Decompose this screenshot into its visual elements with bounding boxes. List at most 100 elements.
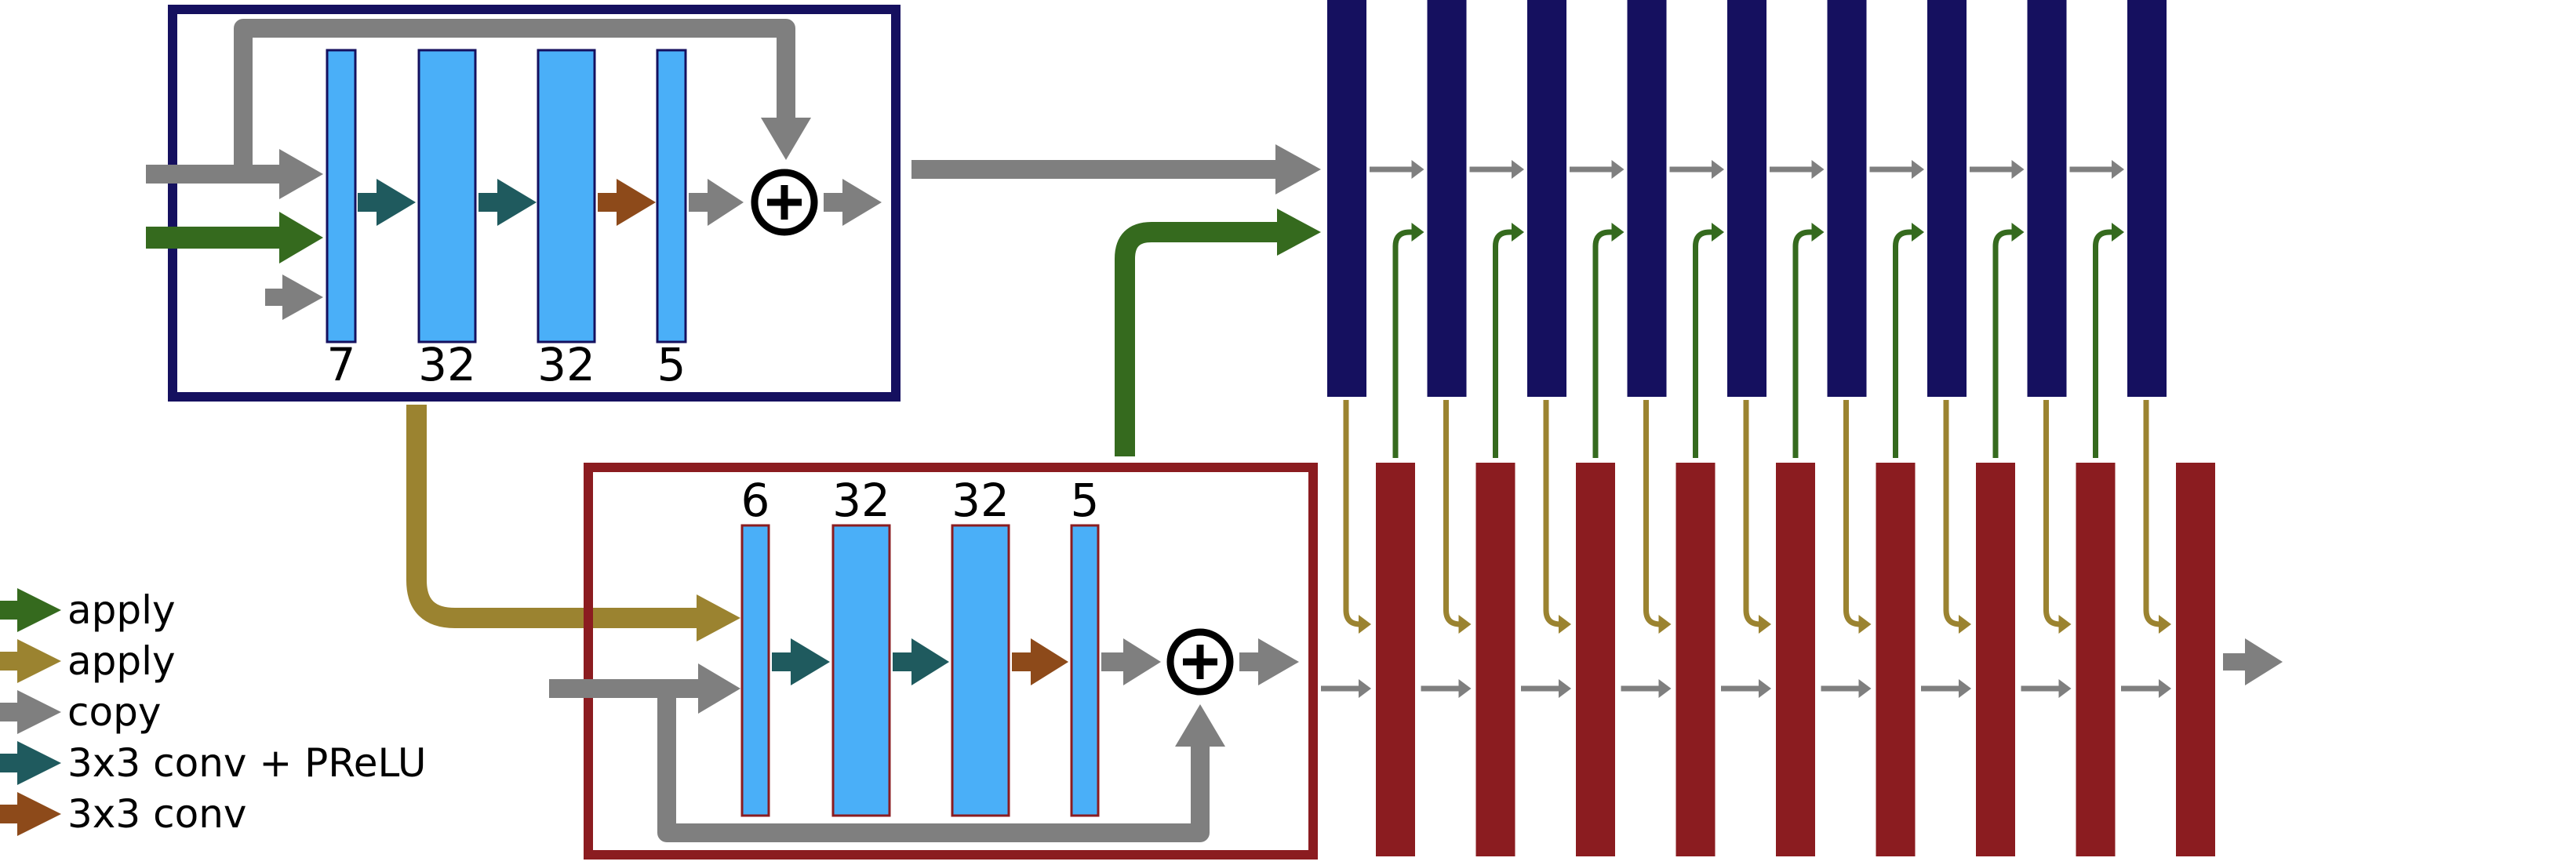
top-brown-arrow-head [617, 179, 656, 226]
top-input-gray-small-shaft [265, 289, 282, 306]
legend-label-3: copy [67, 689, 161, 735]
bottom-skip-path [657, 689, 1210, 842]
olive-link-1 [1343, 400, 1361, 627]
red-column-9 [2176, 463, 2215, 856]
red-gray-link-head-8 [2058, 679, 2072, 698]
red-column-3 [1576, 463, 1615, 856]
bottom-teal-arrow-1-head [791, 638, 830, 685]
navy-gray-link-head-6 [1912, 160, 1924, 179]
top-block-frame [168, 5, 901, 402]
bottom-gray-arrow-shaft [1101, 652, 1125, 671]
navy-column-5 [1727, 0, 1766, 397]
top-input-gray-shaft [146, 165, 281, 184]
top-input-gray-small-head [282, 274, 323, 320]
bottom-out-arrow-shaft [1239, 652, 1260, 671]
navy-gray-link-head-5 [1811, 160, 1825, 179]
top-teal-arrow-2-head [497, 179, 537, 226]
bottom-layer-3 [951, 524, 1010, 817]
red-column-1 [1376, 463, 1415, 856]
red-gray-link-head-1 [1359, 679, 1371, 698]
bottom-gray-arrow-head [1123, 638, 1161, 685]
olive-link-head-9 [2159, 615, 2171, 634]
green-link-3 [1592, 229, 1614, 458]
olive-connector-head [697, 594, 740, 641]
olive-link-head-3 [1559, 615, 1571, 634]
top-layer-3 [537, 49, 596, 343]
green-arrow-icon [17, 588, 61, 632]
chain-output-arrow-head [2245, 638, 2283, 685]
top-brown-arrow-shaft [598, 193, 618, 212]
top-teal-arrow-1-shaft [358, 193, 378, 212]
red-column-6 [1876, 463, 1916, 856]
green-link-head-1 [1411, 223, 1424, 242]
red-gray-link-head-9 [2159, 679, 2171, 698]
top-teal-arrow-1-head [377, 179, 416, 226]
olive-link-head-8 [2058, 615, 2072, 634]
legend-arrow-shaft-1 [0, 601, 20, 620]
olive-link-head-6 [1858, 615, 1872, 634]
red-gray-link-head-4 [1658, 679, 1672, 698]
green-link-head-5 [1811, 223, 1825, 242]
bottom-channel-label-1: 6 [741, 474, 770, 527]
teal-arrow-icon [17, 741, 61, 785]
top-layer-4 [656, 49, 687, 343]
navy-gray-link-head-3 [1611, 160, 1625, 179]
green-link-head-4 [1712, 223, 1724, 242]
bottom-to-chain-green-head [1277, 209, 1321, 256]
navy-column-1 [1327, 0, 1366, 397]
bottom-channel-label-3: 32 [951, 474, 1010, 527]
top-input-green-shaft [146, 227, 281, 249]
navy-gray-link-head-4 [1712, 160, 1724, 179]
block-chain [1321, 0, 2283, 856]
bottom-channel-label-4: 5 [1071, 474, 1100, 527]
navy-gray-link-head-7 [2011, 160, 2025, 179]
top-input-gray-head [279, 149, 323, 199]
navy-column-2 [1427, 0, 1467, 397]
top-gray-arrow-shaft [689, 193, 709, 212]
legend-label-5: 3x3 conv [67, 791, 246, 837]
legend-arrow-shaft-4 [0, 754, 20, 772]
navy-column-3 [1527, 0, 1566, 397]
green-link-4 [1693, 229, 1713, 458]
olive-link-8 [2043, 400, 2061, 627]
legend-label-1: apply [67, 587, 176, 633]
red-gray-link-head-2 [1458, 679, 1472, 698]
top-out-arrow-head [842, 179, 882, 226]
bottom-out-arrow-head [1258, 638, 1299, 685]
bottom-teal-arrow-2-head [911, 638, 949, 685]
navy-column-8 [2027, 0, 2067, 397]
legend-arrow-shaft-3 [0, 703, 20, 721]
top-input-green-head [279, 212, 323, 263]
olive-link-4 [1643, 400, 1661, 627]
bottom-layer-4 [1070, 524, 1100, 817]
olive-link-7 [1943, 400, 1961, 627]
bottom-layer-1 [740, 524, 770, 817]
top-layer-1 [326, 49, 357, 343]
top-out-arrow-shaft [824, 193, 844, 212]
green-link-8 [2093, 229, 2113, 458]
green-link-head-6 [1912, 223, 1924, 242]
bottom-sum-icon [1166, 628, 1234, 696]
red-column-7 [1976, 463, 2015, 856]
bottom-to-chain-green-path [1115, 222, 1279, 456]
navy-gray-link-head-8 [2112, 160, 2124, 179]
top-channel-label-4: 5 [657, 338, 686, 391]
navy-column-6 [1827, 0, 1867, 397]
olive-link-3 [1543, 400, 1561, 627]
green-link-head-2 [1512, 223, 1524, 242]
olive-link-head-7 [1959, 615, 1971, 634]
navy-column-4 [1627, 0, 1667, 397]
olive-link-2 [1443, 400, 1461, 627]
bottom-teal-arrow-2-shaft [893, 652, 913, 671]
top-block: 7 32 32 5 [146, 5, 901, 402]
olive-connector [406, 405, 698, 628]
legend-arrow-shaft-5 [0, 805, 20, 823]
green-link-2 [1493, 229, 1513, 458]
red-gray-link-head-6 [1858, 679, 1872, 698]
green-link-head-7 [2011, 223, 2025, 242]
olive-link-head-5 [1759, 615, 1771, 634]
olive-link-6 [1843, 400, 1861, 627]
red-column-8 [2076, 463, 2116, 856]
